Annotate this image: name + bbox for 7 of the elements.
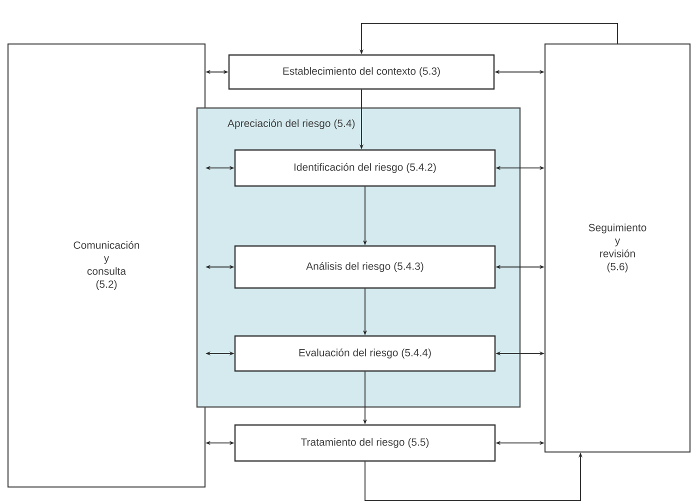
step-box: Establecimiento del contexto (5.3): [228, 54, 495, 90]
step-box: Análisis del riesgo (5.4.3): [234, 245, 496, 289]
process-box: Comunicación y consulta (5.2): [8, 44, 206, 488]
step-box: Identificación del riesgo (5.4.2): [234, 149, 496, 187]
step-box: Tratamiento del riesgo (5.5): [234, 424, 496, 462]
step-box: Evaluación del riesgo (5.4.4): [234, 335, 496, 372]
process-box: Seguimiento y revisión (5.6): [544, 44, 690, 452]
